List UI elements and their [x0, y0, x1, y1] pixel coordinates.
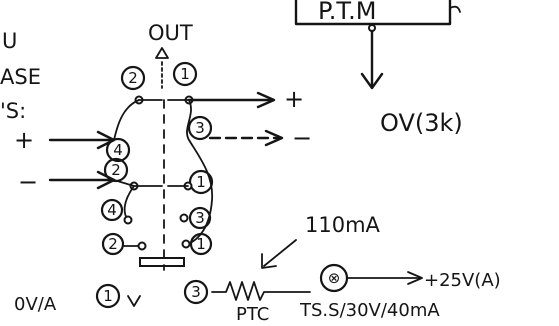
svg-text:1: 1	[196, 235, 206, 253]
ptm-box-connector	[449, 5, 461, 13]
mid-pin-3: 3	[187, 115, 213, 141]
side-note-line-2: ASE	[0, 65, 41, 89]
current-label: 110mA	[305, 213, 381, 237]
ptc-label: PTC	[236, 304, 269, 325]
output-minus-line: −	[208, 124, 312, 152]
ptm-output-label: OV(3k)	[380, 109, 463, 137]
bottom-left-pin: 1	[103, 287, 113, 305]
bottom-row: 0V/A 1 3 PTC ⊗ +25V(A) TS.S/30V/40mA	[14, 263, 501, 325]
svg-text:3: 3	[195, 119, 205, 137]
lamp-spec-label: TS.S/30V/40mA	[299, 300, 440, 321]
socket-key-bar	[139, 257, 185, 267]
svg-text:3: 3	[195, 209, 205, 227]
out-label: OUT	[148, 21, 193, 45]
lamp-icon: ⊗	[319, 263, 349, 293]
out-arrow: OUT	[148, 21, 193, 89]
ptm-box-label: P.T.M	[318, 0, 377, 25]
svg-text:⊗: ⊗	[328, 269, 341, 287]
ground-mark	[127, 295, 141, 307]
svg-text:2: 2	[111, 161, 121, 179]
side-note-line-3: 'S:	[0, 99, 26, 123]
side-note: U ASE 'S:	[0, 29, 41, 123]
output-minus-label: −	[292, 124, 312, 152]
svg-text:4: 4	[113, 141, 123, 159]
supply-label: +25V(A)	[424, 270, 501, 291]
input-minus: −	[18, 168, 116, 196]
side-note-line-1: U	[2, 29, 17, 53]
svg-text:1: 1	[196, 173, 206, 191]
bottom-left-label: 0V/A	[14, 294, 57, 315]
output-plus-label: +	[284, 85, 304, 113]
svg-text:2: 2	[108, 235, 118, 253]
output-plus-line: +	[187, 85, 304, 113]
input-plus-label: +	[14, 126, 34, 154]
mid-pin-2: 2	[103, 157, 129, 183]
out-pin-2: 2	[120, 65, 146, 91]
ptm-output-line: OV(3k)	[360, 24, 463, 137]
out-pin-1: 1	[172, 61, 198, 87]
svg-text:1: 1	[180, 65, 190, 83]
lower-pin-4: 4	[100, 198, 133, 225]
bottom-right-pin: 3	[191, 283, 201, 301]
svg-text:4: 4	[107, 201, 117, 219]
current-annotation: 110mA	[261, 213, 381, 269]
ptc-resistor	[211, 281, 311, 301]
svg-text:2: 2	[128, 69, 138, 87]
input-minus-label: −	[18, 168, 38, 196]
lower-pin-1: 1	[181, 232, 213, 256]
supply-arrow	[407, 271, 423, 285]
lower-pin-3: 3	[179, 206, 212, 230]
ptm-box: P.T.M	[294, 0, 461, 26]
lower-pin-2: 2	[101, 232, 147, 256]
mid-pin-4: 4	[105, 137, 131, 163]
